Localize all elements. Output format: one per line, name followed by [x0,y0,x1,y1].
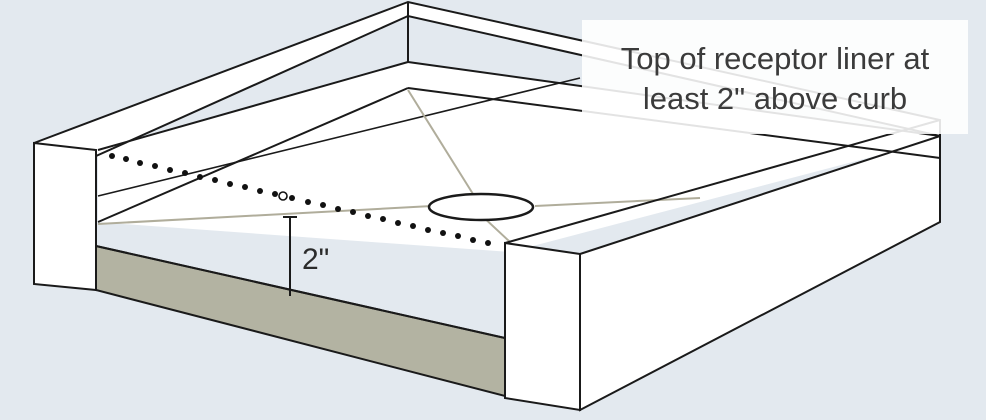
dimension-label: 2" [302,243,330,276]
curb-top-edge [504,119,941,244]
liner-height-dotted-line [109,153,491,246]
callout-text: Top of receptor liner at least 2" above … [582,39,968,119]
dimension-marker [283,216,297,296]
callout-line-2: least 2" above curb [642,81,908,116]
drain-opening [427,192,535,222]
callout-box: Top of receptor liner at least 2" above … [582,20,968,134]
front-curb-block [504,241,581,412]
floor-slope-lines [97,89,701,243]
left-wall-liner-line [97,61,409,151]
mortar-bed [95,244,506,398]
left-curb-block [33,141,97,292]
left-wall-floor-edge [97,87,409,223]
left-wall-mid-line [97,77,581,197]
callout-line-1: Top of receptor liner at [620,41,930,76]
left-wall-inner-face [98,62,408,222]
liner-marker [278,191,288,201]
front-floor-edge [95,245,506,339]
